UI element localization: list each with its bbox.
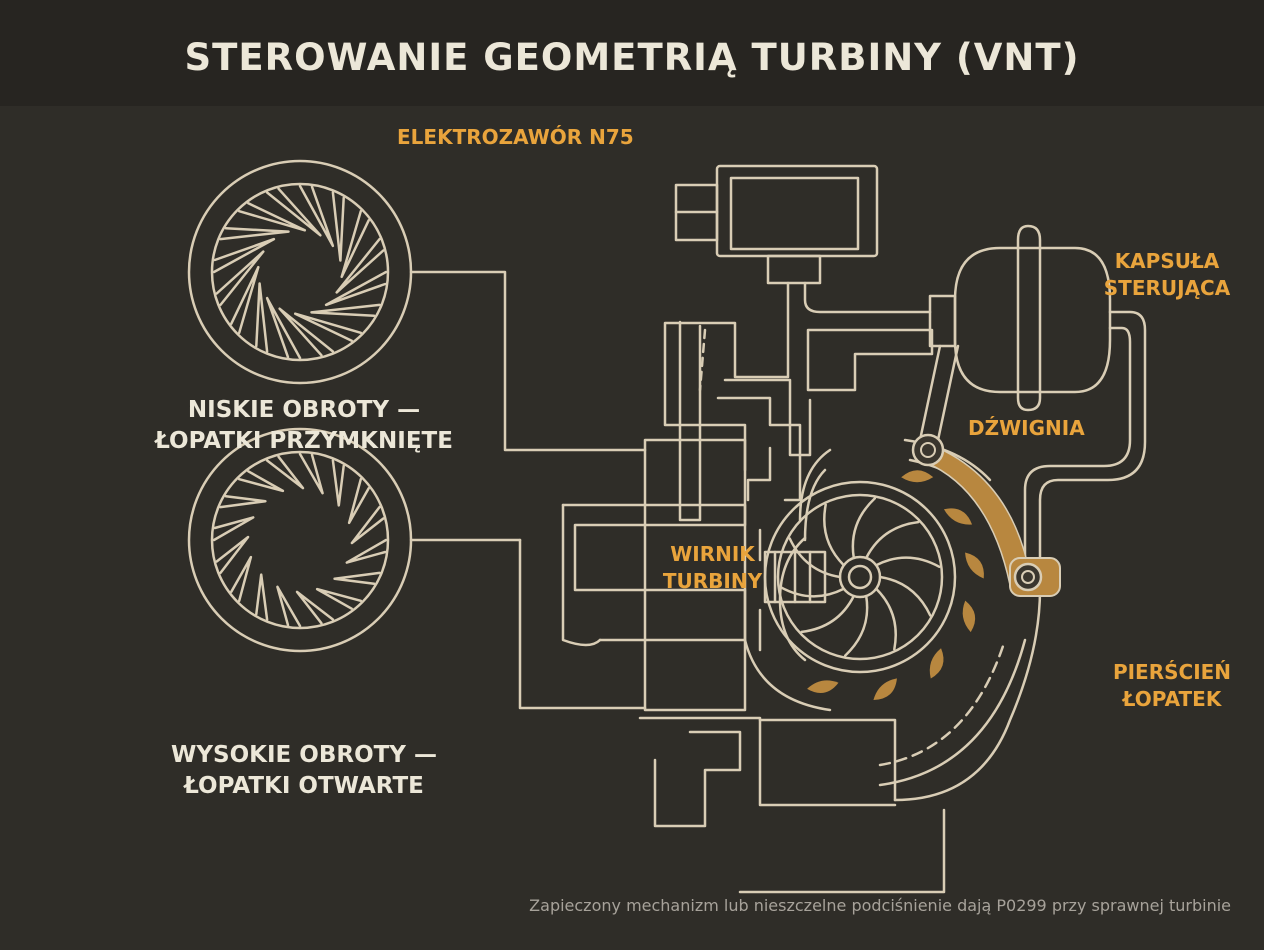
label-high-rpm: WYSOKIE OBROTY — ŁOPATKI OTWARTE [134, 740, 474, 802]
turbine-housing [518, 320, 1042, 894]
vane-ring-accent [807, 470, 984, 701]
low-rpm-vane [331, 191, 345, 262]
footnote: Zapieczony mechanizm lub nieszczelne pod… [529, 896, 1231, 915]
label-low-rpm-line1: NISKIE OBROTY — [187, 397, 421, 423]
ring-vane [962, 600, 976, 633]
wheel-blade [843, 594, 869, 657]
low-rpm-vane [340, 209, 370, 279]
high-rpm-vane [212, 516, 255, 542]
low-rpm-vane [237, 202, 307, 232]
page-title: STEROWANIE GEOMETRIĄ TURBINY (VNT) [184, 36, 1080, 79]
vane-ring-high-rpm [187, 427, 522, 653]
wheel-blade [864, 520, 920, 560]
high-rpm-vane [347, 477, 370, 525]
label-wheel: WIRNIK TURBINY [655, 541, 770, 595]
wheel-blade [878, 575, 932, 617]
wheel-blade [788, 537, 842, 579]
low-rpm-vane [230, 265, 260, 335]
low-rpm-vane [324, 270, 388, 307]
label-low-rpm-line2: ŁOPATKI PRZYMKNIĘTE [155, 428, 453, 454]
label-wheel-line2: TURBINY [662, 569, 763, 593]
solenoid-valve [663, 164, 934, 472]
low-rpm-vane [219, 227, 290, 241]
ring-vane [873, 678, 897, 701]
high-rpm-vane [295, 590, 335, 625]
label-wheel-line1: WIRNIK [670, 542, 755, 566]
label-actuator-line1: KAPSUŁA [1114, 249, 1220, 273]
label-actuator: KAPSUŁA STERUJĄCA [1100, 248, 1234, 302]
wheel-blade [874, 587, 897, 651]
high-rpm-vane [350, 505, 385, 545]
high-rpm-vane [345, 538, 388, 564]
turbine-wheel [763, 480, 957, 674]
high-rpm-vane [331, 459, 345, 507]
ring-vane [965, 552, 984, 579]
ring-vane [807, 680, 839, 694]
low-rpm-vane [310, 303, 381, 317]
low-rpm-vane [215, 250, 265, 307]
actuator-capsule [918, 224, 1147, 562]
wheel-blade [800, 594, 856, 634]
low-rpm-vane [265, 296, 302, 360]
high-rpm-vane [219, 495, 267, 509]
label-high-rpm-line1: WYSOKIE OBROTY — [171, 742, 437, 768]
low-rpm-vane [255, 282, 269, 353]
high-rpm-vane [215, 535, 250, 575]
label-ring-line2: ŁOPATEK [1122, 687, 1222, 711]
wheel-blade [779, 585, 846, 598]
low-rpm-vane [298, 184, 335, 248]
label-actuator-line2: STERUJĄCA [1103, 276, 1231, 300]
wheel-blade [874, 556, 941, 569]
high-rpm-vane [333, 571, 381, 585]
wheel-blade [851, 497, 877, 560]
label-lever: DŹWIGNIA [968, 416, 1085, 440]
high-rpm-vane [298, 452, 324, 495]
high-rpm-vane [315, 587, 363, 610]
label-low-rpm: NISKIE OBROTY — ŁOPATKI PRZYMKNIĘTE [134, 395, 474, 457]
label-solenoid: ELEKTROZAWÓR N75 [397, 125, 634, 149]
low-rpm-vane [293, 312, 363, 342]
low-rpm-vane [278, 307, 335, 357]
high-rpm-vane [230, 555, 253, 603]
vane-ring-low-rpm [187, 159, 647, 452]
ring-vane [901, 470, 934, 483]
ring-vane [943, 508, 973, 525]
lever-arm [911, 433, 1061, 597]
low-rpm-vane [212, 237, 276, 274]
label-ring: PIERŚCIEŃ ŁOPATEK [1105, 659, 1239, 713]
low-rpm-vane [335, 237, 385, 294]
low-rpm-vane [265, 187, 322, 237]
high-rpm-vane [276, 585, 302, 628]
label-ring-line1: PIERŚCIEŃ [1112, 660, 1232, 684]
high-rpm-vane [255, 573, 269, 621]
high-rpm-vane [237, 470, 285, 493]
high-rpm-vane [265, 455, 305, 490]
label-high-rpm-line2: ŁOPATKI OTWARTE [184, 773, 424, 799]
ring-vane [929, 648, 944, 679]
title-band [0, 0, 1264, 106]
wheel-blade [823, 503, 846, 567]
